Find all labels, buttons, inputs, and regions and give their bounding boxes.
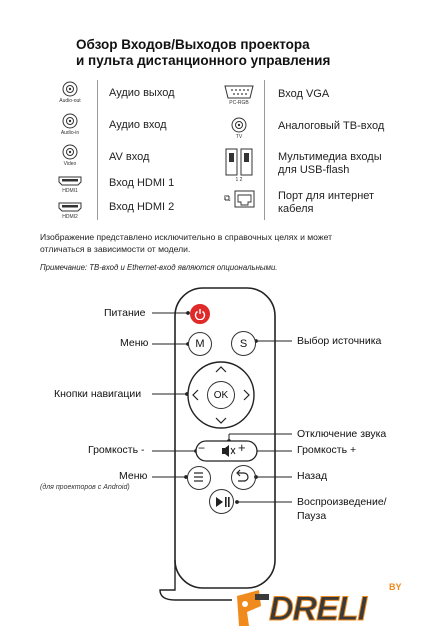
page-title: Обзор Входов/Выходов проектора и пульта … (76, 37, 416, 69)
hdmi-port-icon (58, 176, 82, 186)
port-caption: HDMI2 (62, 214, 78, 220)
audio-jack-icon (62, 113, 78, 129)
port-caption: Audio-in (60, 130, 80, 136)
divider-right (264, 80, 265, 220)
port-label-line: кабеля (278, 203, 314, 215)
label-mute: Отключение звука (297, 428, 387, 440)
volume-down-button[interactable]: − (198, 441, 206, 455)
port-caption: PC-RGB (229, 100, 249, 106)
label-back: Назад (297, 470, 328, 482)
port-label: Аудио выход (109, 87, 175, 99)
port-label: Вход VGA (278, 88, 330, 100)
hdmi-port-icon (58, 202, 82, 212)
title-line-1: Обзор Входов/Выходов проектора (76, 37, 310, 52)
remote-body (174, 287, 276, 589)
title-line-2: и пульта дистанционного управления (76, 53, 331, 68)
port-label: Порт для интернет кабеля (278, 190, 374, 216)
label-play-line: Пауза (297, 510, 327, 522)
port-label-line: для USB-flash (278, 164, 350, 176)
divider-left (97, 80, 98, 220)
audio-jack-icon (62, 81, 78, 97)
tv-jack-icon (231, 117, 247, 133)
label-menu: Меню (120, 337, 149, 349)
mute-icon[interactable] (222, 445, 236, 457)
logo-text: DRELI (269, 590, 368, 629)
port-label: Мультимедиа входы для USB-flash (278, 151, 382, 177)
remark: Примечание: ТВ-вход и Ethernet-вход явля… (40, 263, 278, 272)
port-label-line: Мультимедиа входы (278, 151, 382, 163)
back-button[interactable] (231, 465, 256, 490)
logo-by: BY (389, 582, 402, 592)
nav-right-icon[interactable] (243, 389, 250, 401)
play-pause-button[interactable] (209, 489, 234, 514)
power-button[interactable] (190, 304, 210, 324)
drill-logo-icon (237, 590, 269, 626)
port-label: Аудио вход (109, 119, 167, 131)
port-caption: HDMI1 (62, 188, 78, 194)
disclaimer: Изображение представлено исключительно в… (40, 231, 420, 255)
disclaimer-line: отличаться в зависимости от модели. (40, 244, 191, 254)
vga-port-icon (224, 85, 254, 99)
menu-android-button[interactable] (187, 466, 211, 490)
port-label: AV вход (109, 151, 150, 163)
nav-left-icon[interactable] (192, 389, 199, 401)
port-label: Вход HDMI 2 (109, 201, 175, 213)
menu-m-button[interactable]: M (188, 332, 212, 356)
port-caption: TV (235, 134, 243, 140)
ethernet-port-icon: ⧉ (224, 190, 255, 208)
label-menu-android: Меню (119, 470, 148, 482)
port-label: Аналоговый ТВ-вход (278, 120, 385, 132)
port-caption: Audio-out (59, 98, 81, 104)
power-icon (194, 309, 206, 320)
label-play-line: Воспроизведение/ (297, 496, 387, 508)
port-caption: Video (63, 161, 77, 167)
port-label-line: Порт для интернет (278, 190, 375, 202)
volume-up-button[interactable]: + (238, 440, 246, 455)
source-s-button[interactable]: S (231, 331, 256, 356)
label-power: Питание (104, 307, 146, 319)
label-play-pause: Воспроизведение/ Пауза (297, 495, 387, 523)
usb-ports-icon (225, 148, 253, 176)
label-volume-down: Громкость - (88, 444, 145, 456)
remote-cable (159, 560, 232, 601)
label-nav: Кнопки навигации (54, 388, 142, 400)
av-jack-icon (62, 144, 78, 160)
svg-text:⧉: ⧉ (224, 194, 231, 204)
disclaimer-line: Изображение представлено исключительно в… (40, 232, 333, 242)
nav-down-icon[interactable] (215, 417, 227, 424)
nav-up-icon[interactable] (215, 366, 227, 373)
port-label: Вход HDMI 1 (109, 177, 175, 189)
label-source: Выбор источника (297, 335, 382, 347)
port-caption: 1 2 (235, 177, 243, 183)
label-volume-up: Громкость + (297, 444, 357, 456)
label-menu-android-note: (для проекторов с Android) (40, 484, 130, 491)
dreli-logo: DRELI BY (233, 582, 423, 636)
ok-button[interactable]: OK (207, 381, 235, 409)
